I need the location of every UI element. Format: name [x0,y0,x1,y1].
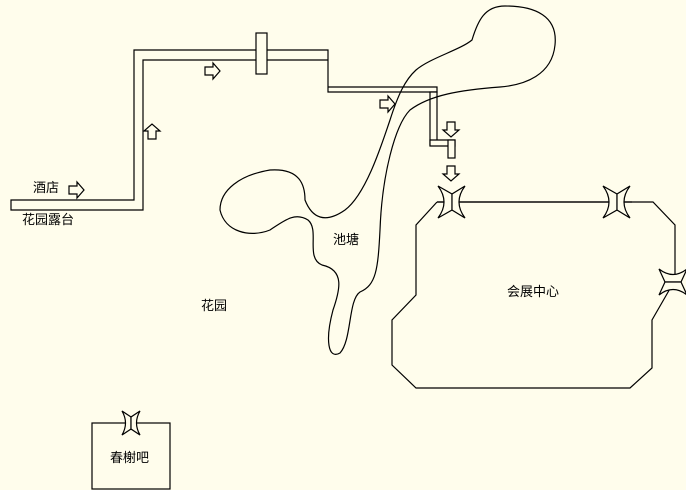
arrow-right-icon [68,180,85,200]
walkway-gate [255,32,268,75]
arrow-down-icon [441,121,461,138]
walkway-drop [429,91,438,146]
convention-center-outline [391,201,676,389]
label-pavilion-bar: 春榭吧 [110,451,150,466]
arrow-right-icon [379,94,396,114]
label-garden-terrace: 花园露台 [22,213,75,228]
label-hotel: 酒店 [33,181,60,196]
walkway-end-post [447,139,456,159]
arrow-right-icon [204,61,221,81]
arrow-down-icon [441,165,461,182]
door-icon [602,185,631,219]
arrow-up-icon [142,123,162,140]
label-pond: 池塘 [333,233,360,248]
door-icon [658,268,686,296]
pond-outline [219,5,556,355]
label-garden: 花园 [201,299,228,314]
walkway-corridor [10,32,456,211]
door-icon [437,185,466,219]
door-icon [121,410,141,436]
label-convention-center: 会展中心 [507,285,560,300]
